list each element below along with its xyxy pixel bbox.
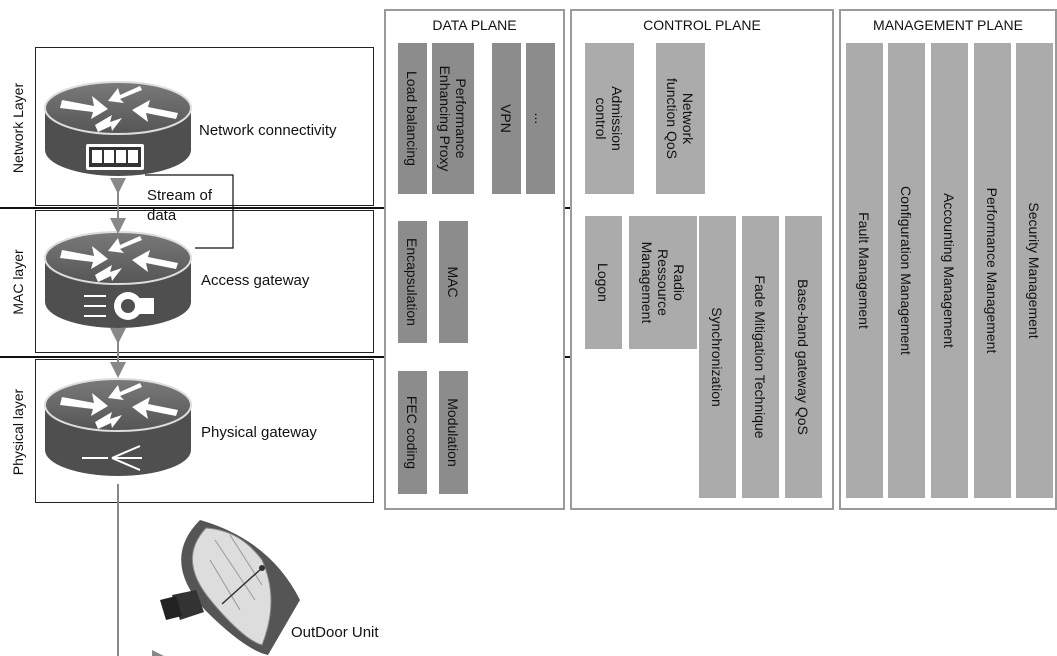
access-gateway-router-icon <box>44 231 192 328</box>
network-connectivity-label: Network connectivity <box>199 122 337 139</box>
control-block-network-qos: Network function QoS <box>656 43 705 194</box>
network-router-icon <box>44 81 192 176</box>
control-block-baseband-qos: Base-band gateway QoS <box>785 216 822 498</box>
data-block-fec: FEC coding <box>398 371 427 494</box>
data-block-encapsulation: Encapsulation <box>398 221 427 343</box>
control-block-synchronization: Synchronization <box>699 216 736 498</box>
stream-of-data-label: Stream of data <box>147 187 213 224</box>
control-block-rrm: Radio Ressource Management <box>629 216 697 349</box>
management-plane-title: MANAGEMENT PLANE <box>873 17 1023 33</box>
data-block-pep: Performance Enhancing Proxy <box>432 43 474 194</box>
outdoor-unit-label: OutDoor Unit <box>291 624 379 641</box>
control-block-fmt: Fade Mitigation Technique <box>742 216 779 498</box>
mgmt-block-fault: Fault Management <box>846 43 883 498</box>
access-gateway-label: Access gateway <box>201 272 310 289</box>
data-block-modulation: Modulation <box>439 371 468 494</box>
data-block-mac: MAC <box>439 221 468 343</box>
control-block-logon: Logon <box>585 216 622 349</box>
data-block-vpn: VPN <box>492 43 521 194</box>
data-block-ellipsis: ... <box>526 43 555 194</box>
data-plane-title: DATA PLANE <box>432 17 517 33</box>
mgmt-block-configuration: Configuration Management <box>888 43 925 498</box>
mgmt-block-accounting: Accounting Management <box>931 43 968 498</box>
mgmt-block-security: Security Management <box>1016 43 1053 498</box>
control-block-admission: Admission control <box>585 43 634 194</box>
data-block-load-balancing: Load balancing <box>398 43 427 194</box>
outdoor-unit-dish-icon <box>160 520 300 655</box>
control-plane-title: CONTROL PLANE <box>643 17 761 33</box>
physical-gateway-label: Physical gateway <box>201 424 317 441</box>
physical-gateway-router-icon <box>44 378 192 476</box>
mgmt-block-performance: Performance Management <box>974 43 1011 498</box>
